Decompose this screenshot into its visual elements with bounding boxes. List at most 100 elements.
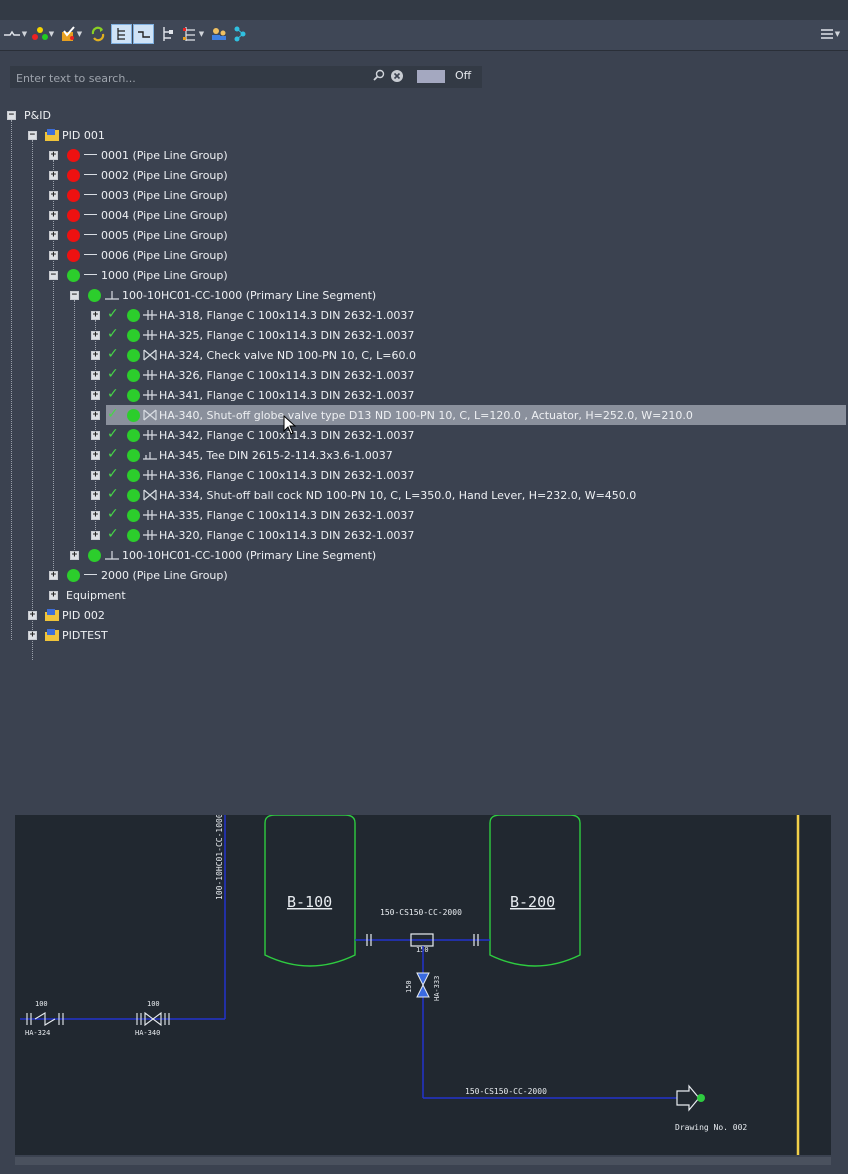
tree-root[interactable]: − P&ID (7, 108, 51, 122)
status-ok-icon (127, 529, 140, 542)
expand-icon[interactable]: + (91, 330, 100, 340)
checkmark-icon: ✓ (107, 446, 119, 462)
tree-item-pipe-group[interactable]: +0003 (Pipe Line Group) (49, 188, 228, 202)
tree-item-component[interactable]: +✓HA-345, Tee DIN 2615-2-114.3x3.6-1.003… (91, 446, 393, 464)
tree-layout-icon[interactable] (111, 24, 132, 44)
status-ok-icon (127, 489, 140, 502)
tree-item-component[interactable]: +✓HA-342, Flange C 100x114.3 DIN 2632-1.… (91, 426, 415, 442)
pipe-line-icon (84, 274, 97, 275)
valve-icon (142, 489, 158, 504)
flange-icon (142, 369, 158, 384)
expand-icon[interactable]: + (91, 390, 100, 400)
checked-box-icon[interactable]: ▼ (58, 24, 84, 44)
search-input[interactable] (14, 68, 368, 88)
collapse-icon[interactable]: − (7, 110, 16, 120)
tree-item-component[interactable]: +✓HA-325, Flange C 100x114.3 DIN 2632-1.… (91, 326, 415, 342)
status-ok-icon (127, 449, 140, 462)
expand-icon[interactable]: + (28, 610, 37, 620)
refresh-icon[interactable] (88, 24, 108, 44)
tree-item-pidtest[interactable]: + PIDTEST (28, 628, 108, 642)
expand-icon[interactable]: + (91, 490, 100, 500)
tree-item-component[interactable]: +✓HA-326, Flange C 100x114.3 DIN 2632-1.… (91, 366, 415, 384)
tree-item-pid001[interactable]: − PID 001 (28, 128, 105, 142)
status-ok-icon (127, 389, 140, 402)
search-bar: Off (10, 66, 482, 88)
expand-icon[interactable]: + (28, 630, 37, 640)
hierarchy-icon[interactable] (158, 24, 176, 44)
tree-item-segment[interactable]: − 100-10HC01-CC-1000 (Primary Line Segme… (0, 285, 400, 305)
status-error-icon (67, 149, 80, 162)
tree-item-component[interactable]: +✓HA-318, Flange C 100x114.3 DIN 2632-1.… (91, 306, 415, 324)
expand-icon[interactable]: + (91, 470, 100, 480)
collapse-icon[interactable]: − (49, 270, 58, 280)
list-tree-icon[interactable]: ▼ (180, 24, 206, 44)
tree-item-component[interactable]: +✓HA-324, Check valve ND 100-PN 10, C, L… (91, 346, 416, 362)
tree-item-pipe-group[interactable]: +0004 (Pipe Line Group) (49, 208, 228, 222)
expand-icon[interactable]: + (49, 230, 58, 240)
expand-icon[interactable]: + (91, 530, 100, 540)
collapse-icon[interactable]: − (70, 290, 79, 300)
tree-item-pipe-group[interactable]: +0002 (Pipe Line Group) (49, 168, 228, 182)
flange-icon (142, 389, 158, 404)
expand-icon[interactable]: + (91, 510, 100, 520)
tree-item-pipe-group[interactable]: + 2000 (Pipe Line Group) (49, 568, 228, 582)
status-ok-icon (127, 469, 140, 482)
tree-item-pipe-group[interactable]: −1000 (Pipe Line Group) (49, 268, 228, 282)
pipe-line-icon (84, 154, 97, 155)
tree-item-component[interactable]: +✓HA-340, Shut-off globe valve type D13 … (91, 405, 846, 425)
check-valve-size: 100 (35, 1000, 48, 1008)
status-error-icon (67, 249, 80, 262)
filter-toggle[interactable] (417, 70, 445, 83)
globe-valve-tag: HA-340 (135, 1029, 160, 1037)
flange-icon (142, 469, 158, 484)
expand-icon[interactable]: + (49, 150, 58, 160)
tee-icon (142, 449, 158, 464)
pid-drawing-canvas[interactable]: 100-10HC01-CC-1000 B-100 B-200 150-CS150… (15, 813, 831, 1155)
color-dots-icon[interactable]: ▼ (30, 24, 56, 44)
pipe-line-icon[interactable]: ▼ (2, 24, 28, 44)
tree-item-pipe-group[interactable]: +0006 (Pipe Line Group) (49, 248, 228, 262)
clear-search-icon[interactable] (390, 69, 404, 86)
pipe-line-icon (84, 194, 97, 195)
expand-icon[interactable]: + (49, 590, 58, 600)
drawing-folder-icon (44, 628, 60, 642)
pipe-line-icon (84, 254, 97, 255)
tree-item-component[interactable]: +✓HA-335, Flange C 100x114.3 DIN 2632-1.… (91, 506, 415, 522)
users-icon[interactable] (208, 24, 230, 44)
expand-icon[interactable]: + (49, 250, 58, 260)
tree-item-pipe-group[interactable]: +0001 (Pipe Line Group) (49, 148, 228, 162)
expand-icon[interactable]: + (49, 210, 58, 220)
expand-icon[interactable]: + (49, 190, 58, 200)
valve-icon (142, 409, 158, 424)
expand-icon[interactable]: + (91, 430, 100, 440)
expand-icon[interactable]: + (70, 550, 79, 560)
expand-icon[interactable]: + (91, 410, 100, 420)
tree-item-component[interactable]: +✓HA-341, Flange C 100x114.3 DIN 2632-1.… (91, 386, 415, 404)
expand-icon[interactable]: + (49, 170, 58, 180)
segment-icon[interactable] (133, 24, 154, 44)
tree-item-equipment[interactable]: + Equipment (49, 588, 126, 602)
drawing-horizontal-scrollbar[interactable] (15, 1157, 831, 1165)
tree-item-component[interactable]: +✓HA-336, Flange C 100x114.3 DIN 2632-1.… (91, 466, 415, 484)
flange-icon (142, 309, 158, 324)
pipe-line-icon (84, 234, 97, 235)
status-ok-icon (67, 569, 80, 582)
expand-icon[interactable]: + (91, 450, 100, 460)
tree-item-pipe-group[interactable]: +0005 (Pipe Line Group) (49, 228, 228, 242)
check-valve-tag: HA-324 (25, 1029, 50, 1037)
collapse-icon[interactable]: − (28, 130, 37, 140)
status-ok-icon (127, 369, 140, 382)
window-title-bar (0, 0, 848, 20)
tree-item-pid002[interactable]: + PID 002 (28, 608, 105, 622)
hamburger-menu-icon[interactable]: ▼ (818, 24, 842, 44)
tree-item-component[interactable]: +✓HA-320, Flange C 100x114.3 DIN 2632-1.… (91, 526, 415, 542)
checkmark-icon: ✓ (107, 366, 119, 382)
tree-item-segment[interactable]: + 100-10HC01-CC-1000 (Primary Line Segme… (0, 545, 400, 565)
expand-icon[interactable]: + (91, 370, 100, 380)
network-icon[interactable] (231, 24, 249, 44)
expand-icon[interactable]: + (91, 310, 100, 320)
expand-icon[interactable]: + (91, 350, 100, 360)
tree-item-component[interactable]: +✓HA-334, Shut-off ball cock ND 100-PN 1… (91, 486, 637, 504)
expand-icon[interactable]: + (49, 570, 58, 580)
search-icon[interactable] (372, 69, 386, 86)
